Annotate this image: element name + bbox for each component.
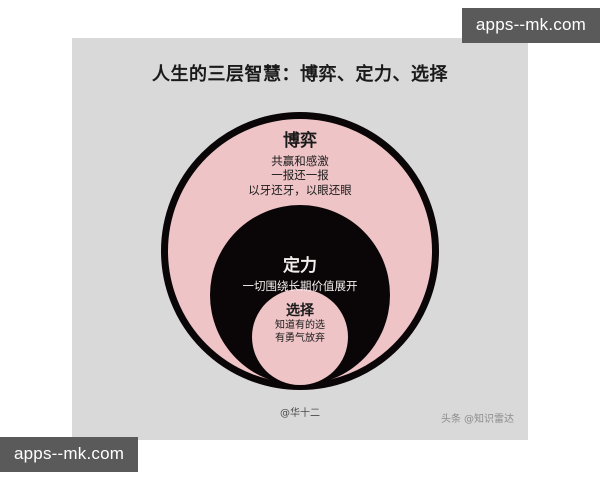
watermark-badge-bottom-left: apps--mk.com xyxy=(0,437,139,472)
source-account-name: @知识雷达 xyxy=(464,414,514,425)
outer-layer-heading: 博弈 xyxy=(283,131,317,151)
page-title: 人生的三层智慧：博弈、定力、选择 xyxy=(152,64,448,85)
middle-layer-text: 定力 一切围绕长期价值展开 xyxy=(72,256,528,293)
three-layer-wisdom-diagram: 博弈 共赢和感激 一报还一报 以牙还牙，以眼还眼 定力 一切围绕长期价值展开 选… xyxy=(72,38,528,440)
inner-layer-line-1: 知道有的选 xyxy=(275,320,325,332)
content-panel: 人生的三层智慧：博弈、定力、选择 博弈 共赢和感激 一报还一报 以牙还牙，以眼还… xyxy=(72,38,528,440)
watermark-badge-top-right: apps--mk.com xyxy=(461,8,600,43)
inner-layer-text: 选择 知道有的选 有勇气放弃 xyxy=(72,303,528,346)
middle-layer-heading: 定力 xyxy=(283,256,317,276)
toutiao-logo-text: 头条 xyxy=(441,414,461,425)
outer-layer-line-2: 一报还一报 xyxy=(271,168,329,183)
outer-layer-text: 博弈 共赢和感激 一报还一报 以牙还牙，以眼还眼 xyxy=(72,131,528,198)
outer-layer-line-1: 共赢和感激 xyxy=(271,153,329,168)
inner-circle-choice xyxy=(252,289,348,385)
source-watermark: 头条@知识雷达 xyxy=(441,410,514,425)
middle-layer-line-1: 一切围绕长期价值展开 xyxy=(242,278,358,293)
inner-layer-line-2: 有勇气放弃 xyxy=(275,332,325,344)
outer-layer-line-3: 以牙还牙，以眼还眼 xyxy=(248,182,352,197)
inner-layer-heading: 选择 xyxy=(286,303,314,319)
author-credit: @华十二 xyxy=(280,408,320,419)
